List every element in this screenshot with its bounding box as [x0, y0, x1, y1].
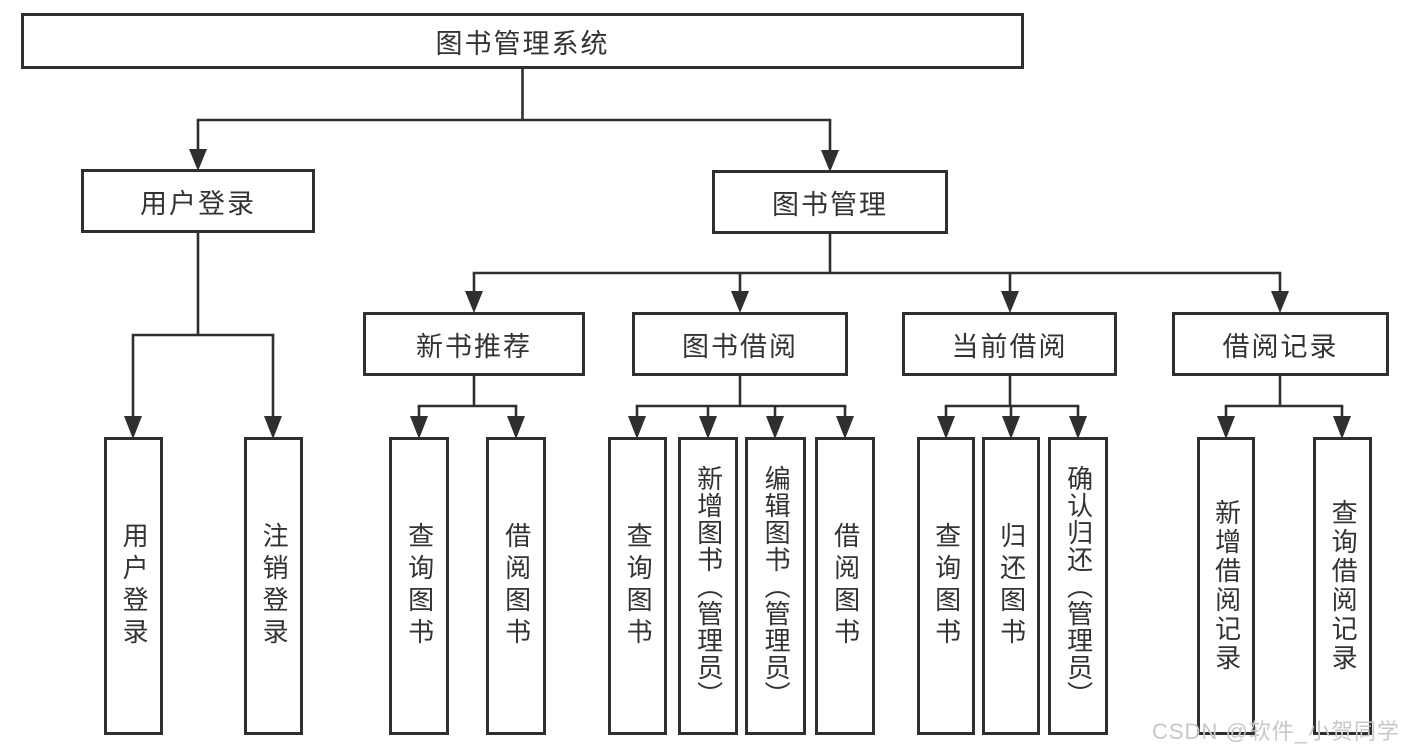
node-label: 图书管理 [772, 189, 888, 220]
node-label: 归还图书 [996, 522, 1027, 650]
node-label: 编辑图书（管理员） [761, 464, 792, 708]
node-label: 确认归还（管理员） [1063, 464, 1094, 708]
leaf-user-login: 用户登录 [104, 437, 163, 735]
node-label: 用户登录 [119, 522, 150, 650]
node-library-system: 图书管理系统 [21, 13, 1024, 69]
leaf-bb-edit-books-admin: 编辑图书（管理员） [745, 437, 806, 735]
leaf-bb-add-books-admin: 新增图书（管理员） [678, 437, 738, 735]
node-label: 借阅记录 [1222, 331, 1339, 362]
node-book-borrowing: 图书借阅 [632, 312, 848, 376]
node-new-book-recommendation: 新书推荐 [363, 312, 585, 376]
node-label: 新书推荐 [416, 331, 532, 362]
csdn-watermark: CSDN @软件_小贺同学 [1152, 719, 1401, 744]
node-label: 查询借阅记录 [1328, 499, 1359, 673]
node-label: 借阅图书 [501, 522, 532, 650]
leaf-cb-return-books: 归还图书 [982, 437, 1040, 735]
leaf-logout: 注销登录 [244, 437, 303, 735]
node-label: 注销登录 [259, 522, 290, 650]
node-label: 查询图书 [404, 522, 435, 650]
node-label: 新增借阅记录 [1211, 499, 1242, 673]
leaf-br-query-record: 查询借阅记录 [1313, 437, 1372, 735]
node-label: 查询图书 [623, 522, 654, 650]
node-label: 图书管理系统 [435, 28, 610, 59]
node-label: 借阅图书 [830, 522, 861, 650]
node-current-borrowing: 当前借阅 [902, 312, 1117, 376]
leaf-bb-query-books: 查询图书 [608, 437, 667, 735]
leaf-cb-query-books: 查询图书 [917, 437, 975, 735]
leaf-bb-borrow-books: 借阅图书 [815, 437, 875, 735]
leaf-cb-confirm-return-admin: 确认归还（管理员） [1048, 437, 1108, 735]
node-user-login: 用户登录 [81, 169, 315, 233]
node-label: 新增图书（管理员） [693, 464, 724, 708]
node-label: 查询图书 [931, 522, 962, 650]
node-label: 图书借阅 [682, 331, 798, 362]
node-borrowing-records: 借阅记录 [1172, 312, 1389, 376]
node-label: 当前借阅 [951, 331, 1068, 362]
leaf-br-add-record: 新增借阅记录 [1197, 437, 1255, 735]
node-label: 用户登录 [140, 188, 256, 219]
leaf-nbr-query-books: 查询图书 [389, 437, 449, 735]
leaf-nbr-borrow-books: 借阅图书 [486, 437, 546, 735]
node-book-management: 图书管理 [712, 170, 948, 234]
